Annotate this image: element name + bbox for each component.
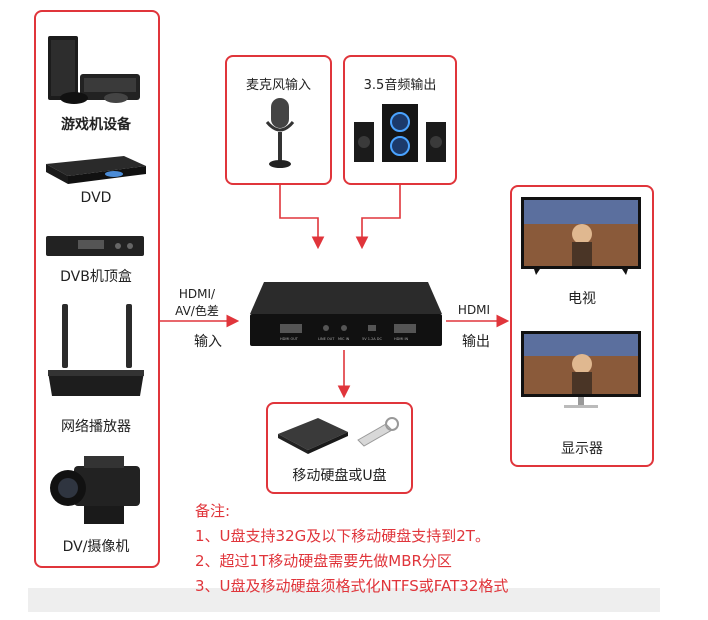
port-mic-in: MIC IN bbox=[338, 337, 350, 341]
input-link-bottom: AV/色差 bbox=[162, 302, 232, 319]
recorder-device-icon: HDMI OUT LINE OUT MIC IN 5V 1.2A DC HDMI… bbox=[244, 278, 444, 350]
port-dc: 5V 1.2A DC bbox=[362, 337, 383, 341]
output-caption: 输出 bbox=[456, 331, 496, 351]
note-line-3: 3、U盘及移动硬盘须格式化NTFS或FAT32格式 bbox=[195, 575, 508, 596]
port-hdmi-out: HDMI OUT bbox=[280, 337, 299, 341]
output-link-top: HDMI bbox=[448, 303, 500, 317]
note-line-2: 2、超过1T移动硬盘需要先做MBR分区 bbox=[195, 550, 452, 571]
port-hdmi-in: HDMI IN bbox=[394, 337, 409, 341]
input-link-top: HDMI/ bbox=[166, 287, 228, 301]
note-line-1: 1、U盘支持32G及以下移动硬盘支持到2T。 bbox=[195, 525, 490, 546]
input-caption: 输入 bbox=[188, 331, 228, 351]
notes-title: 备注: bbox=[195, 500, 230, 521]
port-line-out: LINE OUT bbox=[318, 337, 335, 341]
